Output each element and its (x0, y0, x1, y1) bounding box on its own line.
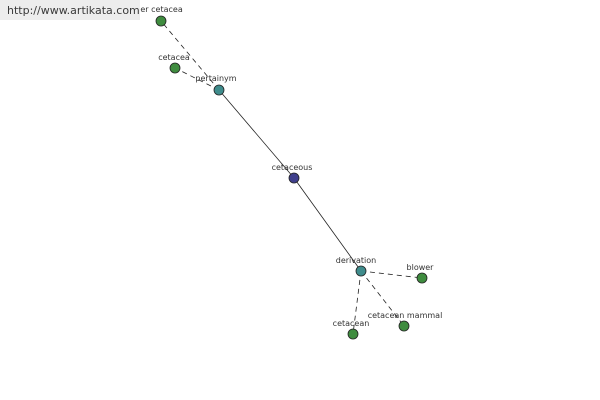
edge-pertainym-cetacea (174, 67, 220, 91)
node-order-cetacea[interactable] (155, 15, 167, 27)
url-banner: http://www.artikata.com (0, 0, 140, 20)
edge-derivation-cetacean (352, 270, 362, 335)
node-center[interactable] (288, 172, 300, 184)
site-url-link[interactable]: http://www.artikata.com (7, 4, 140, 17)
label-blower: blower (407, 263, 435, 272)
label-order-cetacea: order cetacea (127, 5, 183, 14)
edge-derivation-cetacean-mammal (360, 270, 405, 327)
node-cetacea[interactable] (169, 62, 181, 74)
edge-center-pertainym (218, 89, 295, 179)
edge-center-derivation (293, 177, 362, 272)
label-cetacean: cetacean (333, 319, 370, 328)
node-relation-derivation[interactable] (355, 265, 367, 277)
edge-derivation-blower (360, 270, 423, 279)
label-cetacea: cetacea (158, 53, 190, 62)
node-cetacean-mammal[interactable] (398, 320, 410, 332)
label-relation-derivation: derivation (336, 256, 376, 265)
node-blower[interactable] (416, 272, 428, 284)
label-relation-pertainym: pertainym (195, 74, 236, 83)
node-relation-pertainym[interactable] (213, 84, 225, 96)
edge-pertainym-order-cetacea (160, 20, 220, 91)
node-cetacean[interactable] (347, 328, 359, 340)
label-cetacean-mammal: cetacean mammal (368, 311, 443, 320)
label-center: cetaceous (272, 163, 313, 172)
